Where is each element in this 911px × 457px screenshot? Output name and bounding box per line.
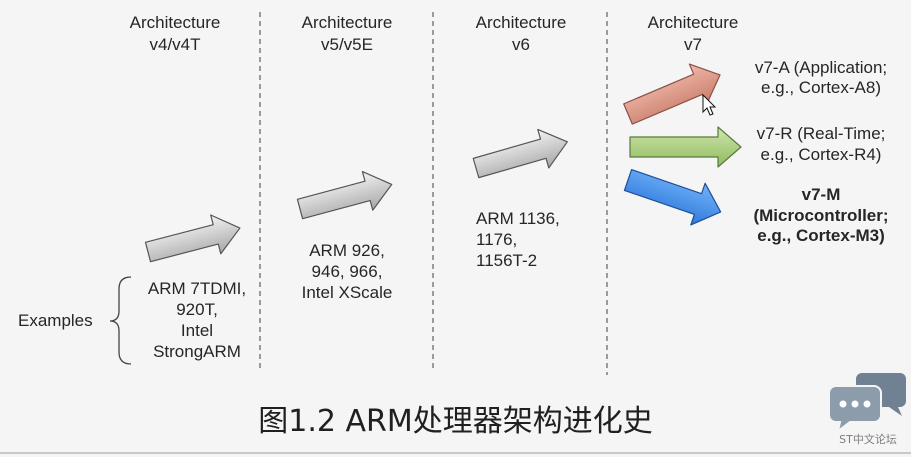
example-line: 1176,	[476, 230, 518, 249]
logo-text: ST中文论坛	[839, 433, 897, 446]
column-header-v6: Architecture v6	[461, 12, 581, 56]
profile-line: e.g., Cortex-A8)	[761, 78, 881, 97]
column-version: v6	[512, 35, 530, 54]
example-line: 946, 966,	[311, 262, 383, 281]
column-title: Architecture	[129, 13, 221, 32]
profile-line: e.g., Cortex-R4)	[760, 145, 882, 164]
examples-v4: ARM 7TDMI, 920T, Intel StrongARM	[132, 278, 262, 362]
example-line: ARM 1136,	[476, 209, 560, 228]
arrow-v7-a	[623, 63, 721, 125]
column-version: v4/v4T	[149, 35, 201, 54]
column-title: Architecture	[301, 13, 393, 32]
column-version: v5/v5E	[321, 35, 373, 54]
profile-v7-a: v7-A (Application; e.g., Cortex-A8)	[741, 58, 901, 98]
example-line: ARM 926,	[309, 241, 385, 260]
logo-front-bubble	[828, 385, 882, 434]
examples-v6: ARM 1136, 1176, 1156T-2	[476, 208, 596, 271]
logo-dot	[863, 400, 871, 408]
profile-line: v7-R (Real-Time;	[756, 124, 886, 143]
column-title: Architecture	[647, 13, 739, 32]
profile-v7-m: v7-M (Microcontroller; e.g., Cortex-M3)	[738, 185, 904, 247]
column-title: Architecture	[475, 13, 567, 32]
arrow-v5-to-v6	[296, 170, 393, 220]
arrow-v7-m	[623, 168, 722, 226]
profile-line: v7-A (Application;	[754, 58, 888, 77]
arrow-v7-r	[629, 126, 742, 168]
example-line: Intel XScale	[301, 283, 393, 302]
arrow-v4-to-v5	[144, 214, 241, 263]
column-header-v5: Architecture v5/v5E	[287, 12, 407, 56]
speech-bubbles-icon	[828, 373, 906, 434]
column-version: v7	[684, 35, 702, 54]
example-line: 920T,	[176, 300, 218, 319]
profile-v7-r: v7-R (Real-Time; e.g., Cortex-R4)	[741, 123, 901, 165]
example-line: ARM 7TDMI,	[147, 279, 247, 298]
column-header-v7: Architecture v7	[633, 12, 753, 56]
profile-line: e.g., Cortex-M3)	[757, 226, 885, 245]
examples-brace	[109, 276, 132, 365]
examples-label: Examples	[18, 311, 93, 330]
example-line: 1156T-2	[476, 251, 538, 270]
figure-caption: 图1.2 ARM处理器架构进化史	[258, 404, 653, 439]
mouse-cursor-icon	[702, 93, 717, 116]
logo-dot	[851, 400, 859, 408]
profile-line: v7-M	[801, 185, 841, 204]
logo-dot	[839, 400, 847, 408]
example-line: StrongARM	[153, 342, 241, 361]
profile-line: (Microcontroller;	[753, 205, 889, 225]
arrow-v6-to-v7	[472, 128, 568, 179]
column-header-v4: Architecture v4/v4T	[115, 12, 235, 56]
example-line: Intel	[180, 321, 214, 340]
examples-v5: ARM 926, 946, 966, Intel XScale	[282, 240, 412, 303]
